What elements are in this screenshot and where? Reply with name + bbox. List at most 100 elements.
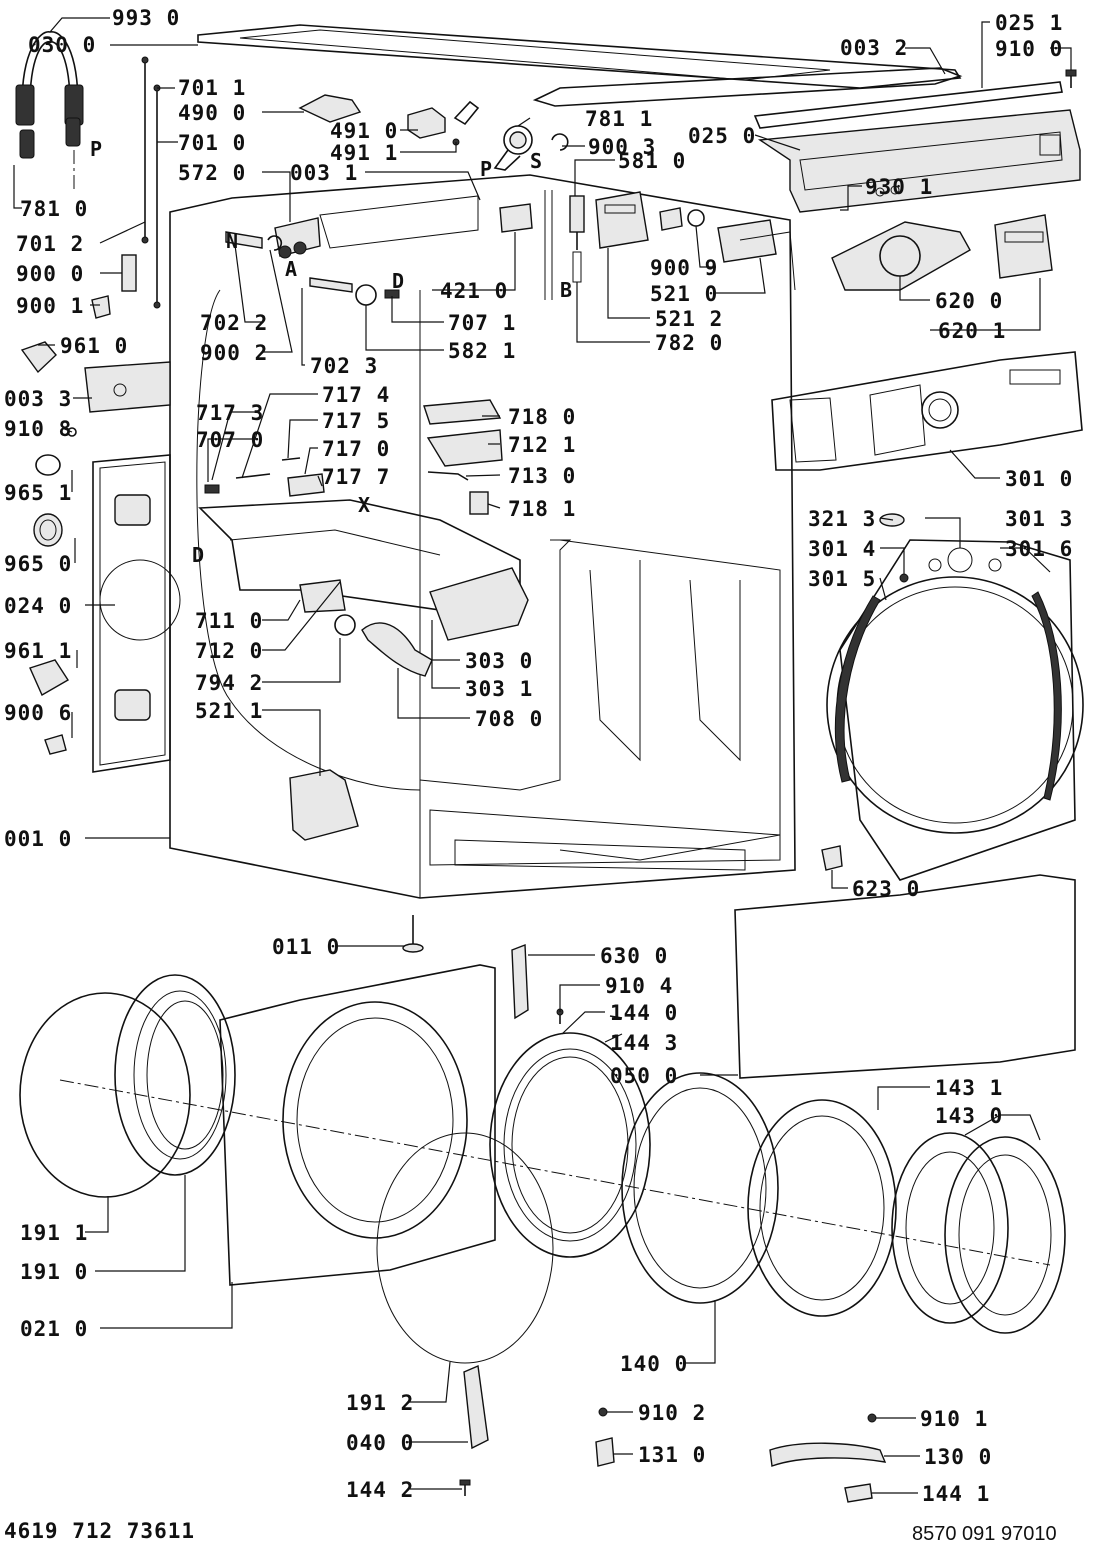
callout-301-0: 301 0 — [1005, 467, 1073, 491]
callout-701-1: 701 1 — [178, 76, 246, 100]
part-module-521-0 — [687, 209, 796, 291]
callout-001-0: 001 0 — [4, 827, 72, 851]
part-718-0 — [423, 399, 502, 425]
callout-961-1: 961 1 — [4, 639, 72, 663]
part-301-4 — [899, 573, 909, 583]
part-door-glass-191-1 — [19, 992, 191, 1198]
part-drawer-303 — [429, 567, 529, 641]
part-rail-025-1 — [753, 81, 1063, 129]
callout-713-0: 713 0 — [508, 464, 576, 488]
part-490 — [298, 94, 362, 123]
callout-707-1: 707 1 — [448, 311, 516, 335]
part-kick-panel-050 — [734, 874, 1076, 1079]
part-hose-702-2 — [225, 231, 263, 249]
callout-717-0: 717 0 — [322, 437, 390, 461]
callout-003-1: 003 1 — [290, 161, 358, 185]
callout-144-2: 144 2 — [346, 1478, 414, 1502]
callout-900-6: 900 6 — [4, 701, 72, 725]
callout-620-1: 620 1 — [938, 319, 1006, 343]
part-hinge-131 — [595, 1437, 615, 1467]
callout-623-0: 623 0 — [852, 877, 920, 901]
callout-301-3: 301 3 — [1005, 507, 1073, 531]
part-module-620-1 — [994, 214, 1053, 279]
part-seal-794-2 — [334, 614, 356, 636]
part-hinge-130 — [769, 1442, 887, 1467]
part-910-8 — [67, 427, 77, 437]
marker-x: X — [358, 493, 370, 517]
part-door-ring-191-0 — [114, 974, 236, 1176]
part-screw-910-1 — [867, 1413, 877, 1423]
callout-143-1: 143 1 — [935, 1076, 1003, 1100]
letter-markers: P P S N A D B X D — [90, 137, 572, 567]
callout-301-4: 301 4 — [808, 537, 876, 561]
callout-965-0: 965 0 — [4, 552, 72, 576]
part-965-0 — [33, 513, 63, 547]
callout-965-1: 965 1 — [4, 481, 72, 505]
callout-701-2: 701 2 — [16, 232, 84, 256]
part-623-0 — [821, 845, 843, 871]
marker-s: S — [530, 149, 542, 173]
part-screw-910-2 — [598, 1407, 608, 1417]
part-961-0 — [20, 341, 57, 374]
part-screw-910-0 — [1065, 69, 1077, 88]
reference-number: 8570 091 97010 — [912, 1523, 1057, 1545]
callout-003-3: 003 3 — [4, 387, 72, 411]
callout-900-2: 900 2 — [200, 341, 268, 365]
callout-582-1: 582 1 — [448, 339, 516, 363]
callout-144-3: 144 3 — [610, 1031, 678, 1055]
marker-n: N — [226, 229, 238, 253]
callout-718-0: 718 0 — [508, 405, 576, 429]
callout-030-0: 030 0 — [28, 33, 96, 57]
callout-794-2: 794 2 — [195, 671, 263, 695]
callout-900-1: 900 1 — [16, 294, 84, 318]
callout-421-0: 421 0 — [440, 279, 508, 303]
callout-900-9: 900 9 — [650, 256, 718, 280]
callout-143-0: 143 0 — [935, 1104, 1003, 1128]
callout-900-0: 900 0 — [16, 262, 84, 286]
callout-011-0: 011 0 — [272, 935, 340, 959]
assembly-axis — [59, 1079, 1051, 1266]
marker-p-left: P — [90, 137, 102, 161]
callout-702-2: 702 2 — [200, 311, 268, 335]
part-rail-003-2 — [532, 67, 963, 107]
part-clip-900-3 — [551, 133, 569, 151]
part-clips-900-0 — [121, 254, 137, 292]
callout-490-0: 490 0 — [178, 101, 246, 125]
part-144-1 — [844, 1483, 873, 1503]
callout-581-0: 581 0 — [618, 149, 686, 173]
part-713-0 — [427, 471, 469, 481]
part-hose-708 — [361, 622, 433, 677]
part-581 — [569, 195, 585, 283]
callout-191-0: 191 0 — [20, 1260, 88, 1284]
callout-130-0: 130 0 — [924, 1445, 992, 1469]
marker-d-bottom: D — [192, 543, 204, 567]
part-rear-strip-003-3 — [84, 361, 171, 413]
callout-521-0: 521 0 — [650, 282, 718, 306]
callout-144-1: 144 1 — [922, 1482, 990, 1506]
callout-321-3: 321 3 — [808, 507, 876, 531]
callout-910-2: 910 2 — [638, 1401, 706, 1425]
callout-131-0: 131 0 — [638, 1443, 706, 1467]
part-781-1 — [493, 125, 533, 171]
part-900-6 — [44, 734, 67, 755]
part-side-panel-024 — [92, 454, 181, 773]
callout-191-2: 191 2 — [346, 1391, 414, 1415]
callout-144-0: 144 0 — [610, 1001, 678, 1025]
part-961-1 — [29, 659, 69, 696]
part-board-521-2 — [595, 191, 649, 249]
callout-303-0: 303 0 — [465, 649, 533, 673]
part-foot-011 — [402, 915, 424, 953]
callout-717-3: 717 3 — [196, 401, 264, 425]
callout-930-1: 930 1 — [865, 175, 933, 199]
part-handle-040 — [463, 1364, 489, 1450]
callout-717-4: 717 4 — [322, 383, 390, 407]
part-wire-ring-191-2 — [376, 1132, 554, 1364]
callout-717-7: 717 7 — [322, 465, 390, 489]
callout-521-2: 521 2 — [655, 307, 723, 331]
callout-620-0: 620 0 — [935, 289, 1003, 313]
callout-521-1: 521 1 — [195, 699, 263, 723]
callout-910-0: 910 0 — [995, 37, 1063, 61]
callout-711-0: 711 0 — [195, 609, 263, 633]
